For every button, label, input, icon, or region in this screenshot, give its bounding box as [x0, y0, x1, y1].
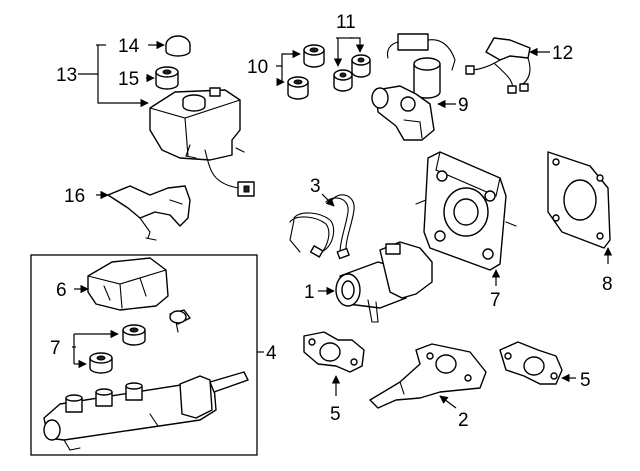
leader-lines	[72, 37, 613, 409]
part-reservoir-bracket[interactable]	[107, 185, 191, 241]
part-hose[interactable]	[289, 194, 355, 260]
part-reservoir-grommet[interactable]	[155, 66, 179, 90]
callout-8: 7	[490, 290, 501, 311]
callout-9: 8	[602, 274, 613, 295]
part-seal-7-upper[interactable]	[122, 324, 146, 346]
part-reservoir-cap[interactable]	[165, 35, 191, 57]
part-pump-assembly[interactable]	[371, 33, 456, 141]
callout-10: 9	[458, 95, 469, 116]
part-gasket-left[interactable]	[303, 331, 365, 373]
part-master-cylinder-reservoir[interactable]	[87, 257, 169, 311]
callout-5-left: 5	[330, 404, 341, 425]
part-gasket-plate[interactable]	[547, 151, 611, 249]
callout-14: 13	[56, 65, 77, 86]
part-master-cylinder[interactable]	[43, 371, 249, 451]
callout-12: 11	[336, 12, 356, 33]
callout-16: 15	[118, 69, 139, 90]
callout-1: 1	[304, 282, 315, 303]
callout-13: 12	[552, 43, 573, 64]
callout-6: 6	[56, 280, 67, 301]
callout-5-right: 5	[580, 370, 591, 391]
part-seal-12[interactable]	[333, 54, 371, 92]
part-seal-11[interactable]	[287, 44, 325, 100]
callout-3: 3	[310, 176, 321, 197]
callout-7: 7	[50, 338, 61, 359]
part-stroke-simulator[interactable]	[335, 241, 433, 323]
callout-4: 4	[266, 343, 277, 364]
callout-17: 16	[64, 186, 85, 207]
callout-11: 10	[247, 57, 268, 78]
callout-2: 2	[458, 410, 469, 431]
callout-labels: 14 15 13 10 11 12 9 16 3 1 7 8 5 5 2 4 6…	[50, 12, 613, 431]
part-bolt[interactable]	[169, 309, 191, 333]
part-brake-fluid-reservoir[interactable]	[149, 87, 255, 197]
part-gasket-right[interactable]	[499, 341, 563, 385]
part-wire-harness[interactable]	[465, 37, 531, 94]
part-mount-bracket[interactable]	[369, 343, 487, 409]
part-mounting-plate[interactable]	[415, 151, 517, 271]
callout-15: 14	[118, 36, 140, 57]
part-seal-7-lower[interactable]	[89, 352, 113, 374]
master-cylinder-group-box	[30, 254, 258, 456]
